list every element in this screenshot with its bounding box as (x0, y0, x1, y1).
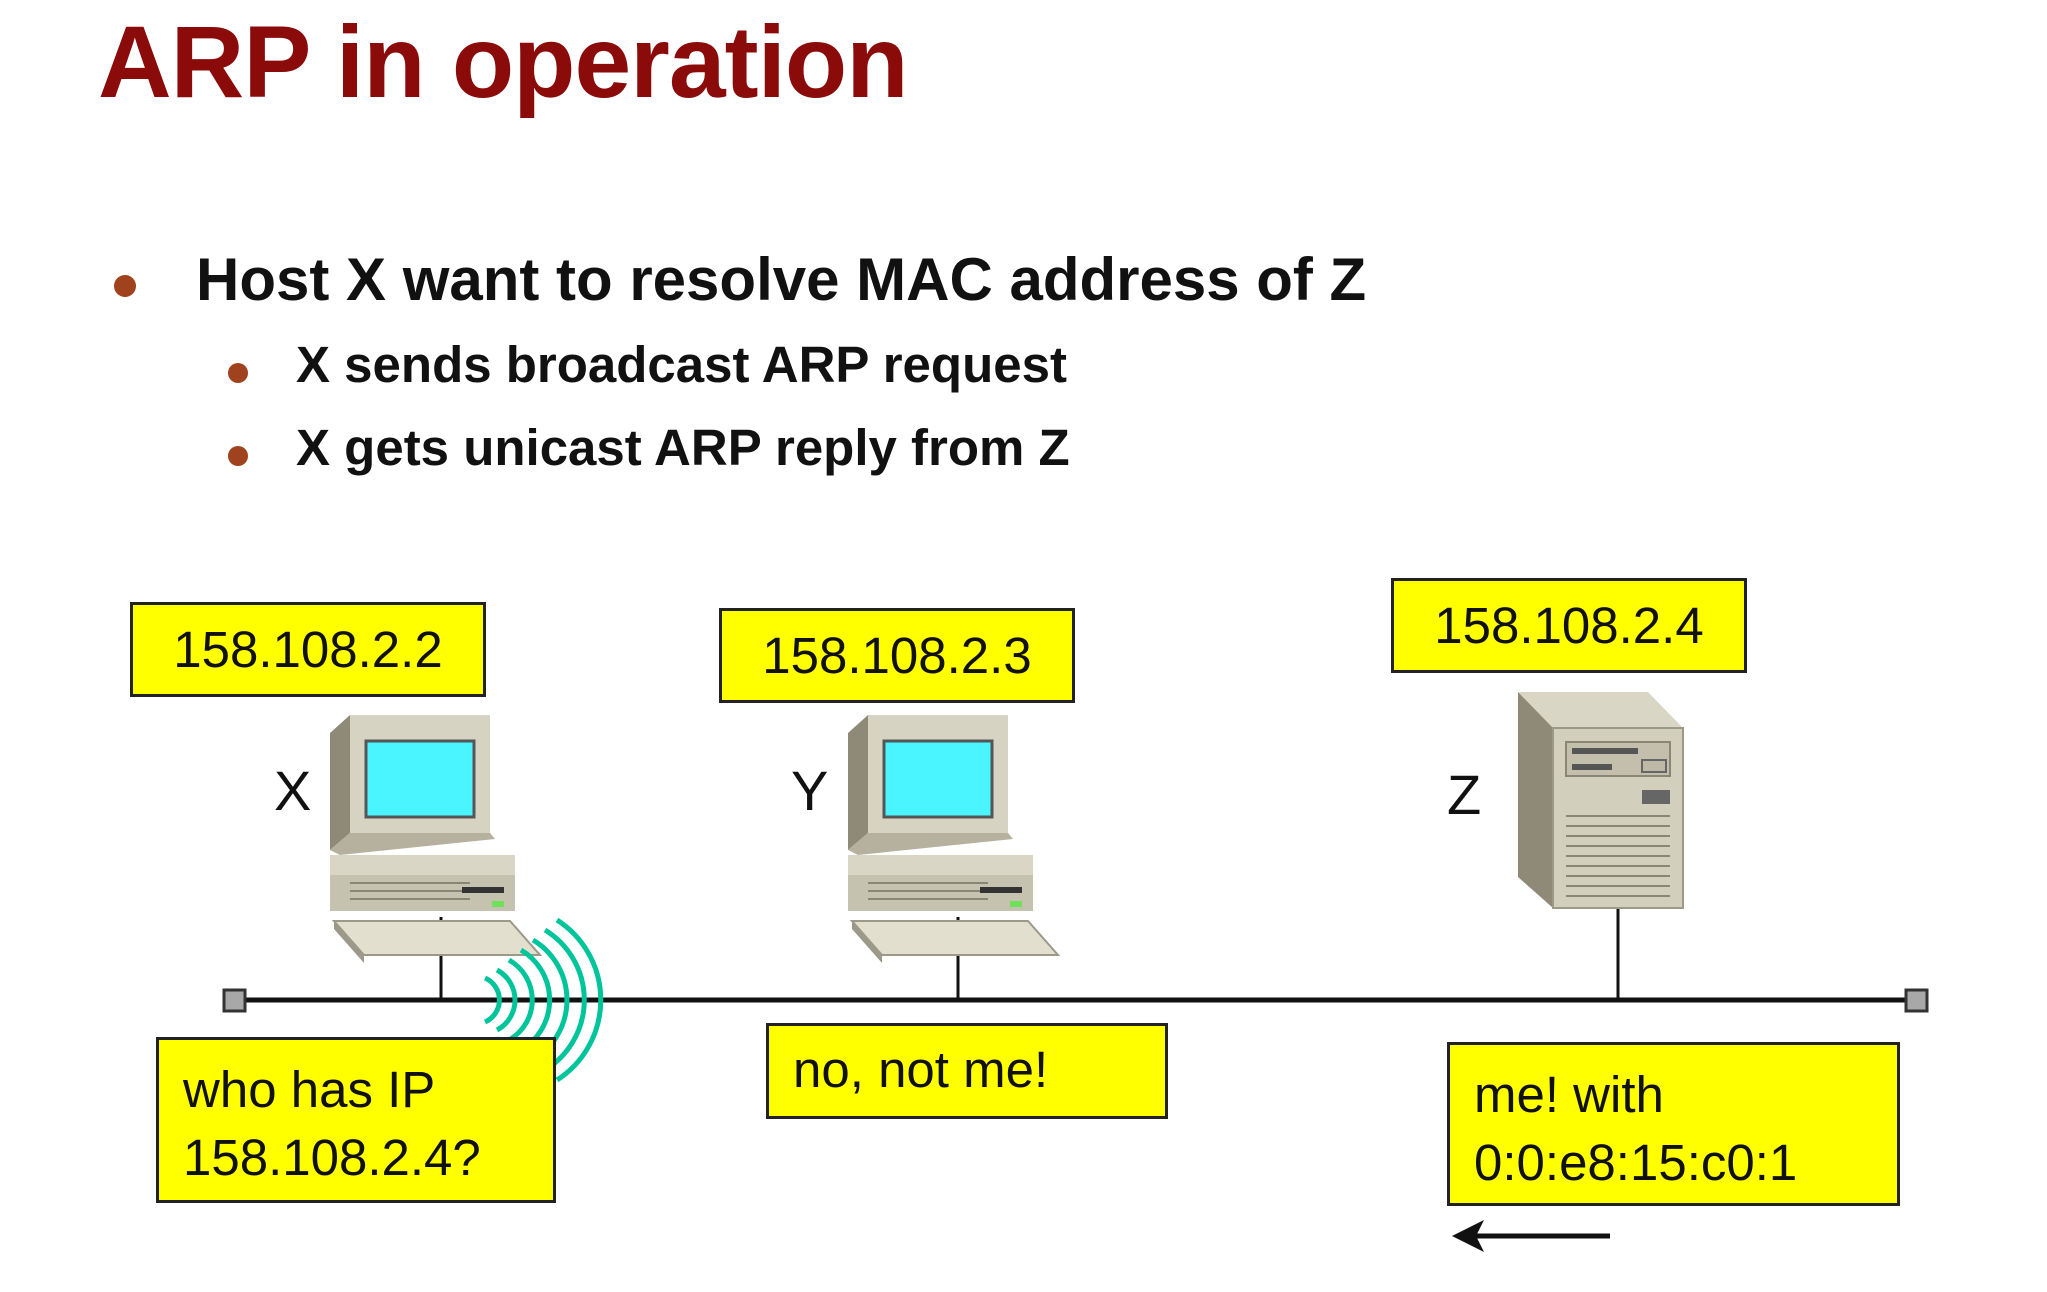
ip-label-x: 158.108.2.2 (130, 602, 486, 697)
slide-title: ARP in operation (98, 5, 909, 119)
arp-request-callout: who has IP 158.108.2.4? (156, 1037, 556, 1203)
bus-terminator-right (1904, 988, 1929, 1013)
bullet-text: Host X want to resolve MAC address of Z (196, 246, 1367, 313)
non-target-reply-callout: no, not me! (766, 1023, 1168, 1119)
server-tower-icon (1518, 692, 1684, 909)
bullet-main: Host X want to resolve MAC address of Z (114, 245, 1367, 314)
reply-direction-arrow-icon (1452, 1220, 1610, 1252)
arp-reply-callout: me! with 0:0:e8:15:c0:1 (1447, 1042, 1900, 1206)
host-label-x: X (274, 759, 312, 822)
callout-line: me! with (1474, 1066, 1664, 1123)
callout-line: 158.108.2.4? (183, 1129, 481, 1186)
host-label-y: Y (791, 759, 829, 822)
bullet-dot (114, 275, 136, 297)
desktop-computer-icon (330, 715, 543, 963)
bullet-sub-reply: X gets unicast ARP reply from Z (228, 418, 1070, 477)
bullet-sub-request: X sends broadcast ARP request (228, 335, 1067, 394)
bullet-text: X gets unicast ARP reply from Z (296, 419, 1070, 476)
ip-label-z: 158.108.2.4 (1391, 578, 1747, 673)
bullet-dot (228, 363, 248, 383)
ip-label-y: 158.108.2.3 (719, 608, 1075, 703)
host-label-z: Z (1447, 763, 1482, 826)
bullet-text: X sends broadcast ARP request (296, 336, 1067, 393)
bullet-dot (228, 446, 248, 466)
bus-terminator-left (222, 988, 247, 1013)
callout-line: who has IP (183, 1061, 436, 1118)
desktop-computer-icon (848, 715, 1061, 963)
callout-line: 0:0:e8:15:c0:1 (1474, 1134, 1798, 1191)
